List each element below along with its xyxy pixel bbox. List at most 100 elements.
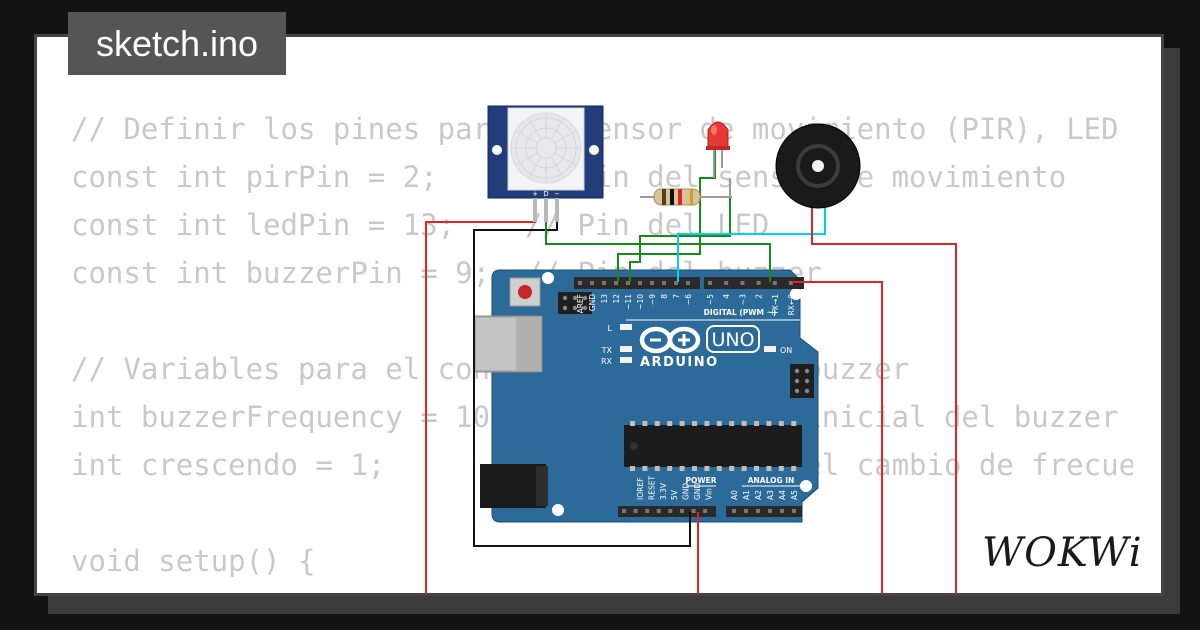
led-label: RX xyxy=(601,357,613,366)
icsp-header-2 xyxy=(790,364,814,398)
header-pin[interactable] xyxy=(656,509,661,513)
analog-pin-label: A1 xyxy=(742,490,751,500)
power-pin-label: GND xyxy=(693,483,702,500)
header-pin[interactable] xyxy=(626,281,630,285)
digital-pin-label: 13 xyxy=(600,294,609,304)
digital-pin-label: 4 xyxy=(722,294,731,299)
analog-pin-label: A3 xyxy=(766,490,775,500)
digital-pin-label: 12 xyxy=(612,294,621,304)
reset-button[interactable] xyxy=(509,277,541,307)
wire-pir-gnd xyxy=(473,196,691,547)
header-pin[interactable] xyxy=(633,509,638,513)
header-pin[interactable] xyxy=(780,509,784,513)
analog-pin-label: A4 xyxy=(778,490,787,500)
header-pin[interactable] xyxy=(789,281,793,285)
power-pin-label: IOREF xyxy=(636,478,645,500)
analog-pin-label: A0 xyxy=(730,490,739,500)
led-label: TX xyxy=(601,346,613,355)
digital-pin-label: TX→1 xyxy=(771,294,780,316)
header-pin[interactable] xyxy=(732,509,736,513)
digital-pin-label: 8 xyxy=(660,294,669,299)
wire-rx xyxy=(792,281,883,594)
power-header xyxy=(618,506,802,517)
usb-port xyxy=(473,315,543,373)
code-line: const int ledPin = 13; // Pin del LED xyxy=(71,208,770,242)
header-pin[interactable] xyxy=(772,281,777,285)
digital-header xyxy=(574,277,804,289)
digital-pin-label: AREF xyxy=(576,294,585,313)
header-pin[interactable] xyxy=(614,281,618,285)
header-pin[interactable] xyxy=(622,509,626,513)
wokwi-logo-icon: WOKWi xyxy=(982,530,1143,576)
header-pin[interactable] xyxy=(708,281,712,285)
power-jack xyxy=(480,464,548,508)
header-pin[interactable] xyxy=(680,509,684,513)
pir-pin-label: − xyxy=(554,190,560,198)
file-tab[interactable]: sketch.ino xyxy=(68,12,286,75)
header-pin[interactable] xyxy=(768,509,772,513)
pir-motion-sensor[interactable]: + D − xyxy=(487,105,604,222)
digital-pin-label: ~10 xyxy=(636,294,645,310)
header-pin[interactable] xyxy=(756,509,760,513)
mounting-hole xyxy=(542,272,554,284)
status-leds: L TX RX ON xyxy=(601,324,792,366)
header-pin[interactable] xyxy=(645,509,650,513)
resistor[interactable] xyxy=(640,178,732,206)
header-pin[interactable] xyxy=(744,509,748,513)
digital-pin-label: ~6 xyxy=(684,294,693,305)
mounting-hole xyxy=(800,480,812,492)
wire-buzzer-signal xyxy=(677,208,826,282)
digital-header-label: DIGITAL (PWM ~) xyxy=(704,308,777,317)
power-pin-label: GND xyxy=(682,483,691,500)
microcontroller-chip xyxy=(624,421,802,471)
wire-buzzer-power xyxy=(811,208,957,594)
on-led-label: ON xyxy=(780,346,792,355)
power-pin-label: Vin xyxy=(704,488,713,500)
pir-pin-label: + xyxy=(532,190,538,198)
digital-pin-label: ~9 xyxy=(648,294,657,305)
header-pin[interactable] xyxy=(686,281,690,285)
digital-pin-label: ~3 xyxy=(738,294,747,305)
uno-label: UNO xyxy=(711,329,754,351)
analog-pin-label: A2 xyxy=(754,490,763,500)
header-pin[interactable] xyxy=(674,281,678,285)
power-pin-label: 5V xyxy=(670,489,679,500)
header-pin[interactable] xyxy=(691,509,696,513)
header-pin[interactable] xyxy=(638,281,642,285)
digital-pin-label: RX←0 xyxy=(787,294,796,316)
pir-pin-label: D xyxy=(543,190,548,198)
analog-pin-label: A5 xyxy=(790,490,799,500)
code-line: void setup() { xyxy=(71,544,316,578)
piezo-buzzer[interactable] xyxy=(775,123,861,209)
header-pin[interactable] xyxy=(792,509,796,513)
header-pin[interactable] xyxy=(756,281,761,285)
digital-pin-label: ~11 xyxy=(624,294,633,310)
header-pin[interactable] xyxy=(740,281,745,285)
header-pin[interactable] xyxy=(662,281,666,285)
header-pin[interactable] xyxy=(668,509,673,513)
wire-led-pin13 xyxy=(629,197,731,282)
header-pin[interactable] xyxy=(703,509,708,513)
header-pin[interactable] xyxy=(590,281,594,285)
digital-pin-label: 7 xyxy=(672,294,681,299)
code-line: const int pirPin = 2; // Pin del sensor … xyxy=(71,160,1067,194)
header-pin[interactable] xyxy=(724,281,729,285)
wire-pir-data xyxy=(545,196,771,282)
digital-pin-label: ~5 xyxy=(706,294,715,305)
led-label: L xyxy=(608,324,613,333)
mounting-hole xyxy=(790,288,802,300)
red-led[interactable] xyxy=(706,121,730,178)
digital-pin-label: GND xyxy=(588,294,597,311)
power-header-label: POWER xyxy=(685,476,716,485)
power-pin-label: 3.3V xyxy=(659,482,668,500)
header-pin[interactable] xyxy=(650,281,654,285)
mounting-hole xyxy=(552,504,564,516)
arduino-brand: ARDUINO xyxy=(640,355,719,370)
power-pin-label: RESET xyxy=(647,476,656,500)
analog-header-label: ANALOG IN xyxy=(748,476,795,485)
header-pin[interactable] xyxy=(602,281,606,285)
header-pin[interactable] xyxy=(578,281,582,285)
wokwi-logo-text: WOKWi xyxy=(982,530,1143,576)
